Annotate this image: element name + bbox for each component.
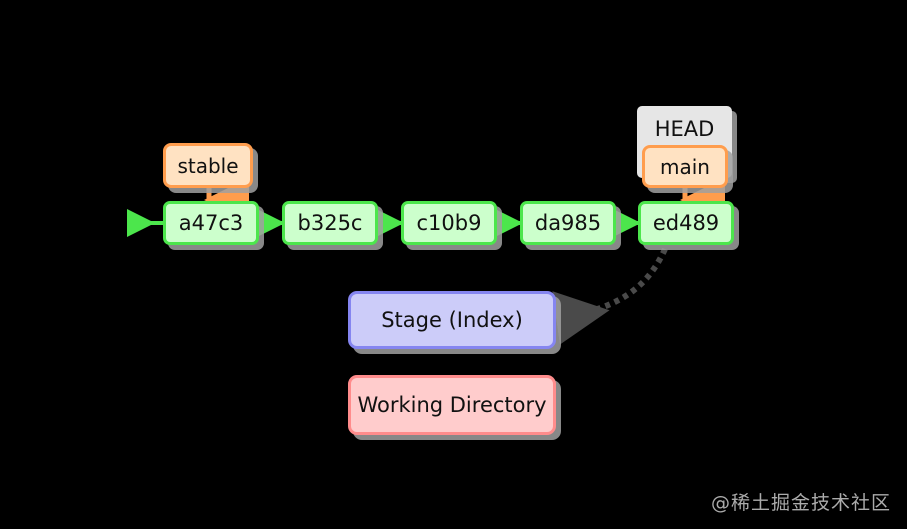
commit-hash: da985	[534, 210, 602, 235]
commit-node-a47c3[interactable]: a47c3	[163, 201, 259, 245]
commit-node-b325c[interactable]: b325c	[282, 201, 378, 245]
working-directory-label: Working Directory	[357, 392, 547, 417]
stage-index-label: Stage (Index)	[381, 307, 523, 332]
commit-hash: a47c3	[178, 210, 244, 235]
commit-hash: ed489	[652, 210, 720, 235]
commit-hash: c10b9	[416, 210, 482, 235]
branch-label-stable-text: stable	[177, 153, 239, 178]
commit-hash: b325c	[297, 210, 363, 235]
head-label-text: HEAD	[654, 117, 715, 141]
commit-node-c10b9[interactable]: c10b9	[401, 201, 497, 245]
branch-label-main[interactable]: main	[642, 145, 728, 188]
commit-node-ed489[interactable]: ed489	[638, 201, 734, 245]
working-directory-box[interactable]: Working Directory	[348, 375, 556, 435]
branch-label-stable[interactable]: stable	[163, 143, 253, 188]
checkout-arrow-ed489-to-stage	[552, 247, 668, 345]
stage-index-box[interactable]: Stage (Index)	[348, 291, 556, 349]
commit-node-da985[interactable]: da985	[520, 201, 616, 245]
watermark-text: @稀土掘金技术社区	[710, 492, 891, 514]
branch-label-main-text: main	[660, 154, 710, 179]
